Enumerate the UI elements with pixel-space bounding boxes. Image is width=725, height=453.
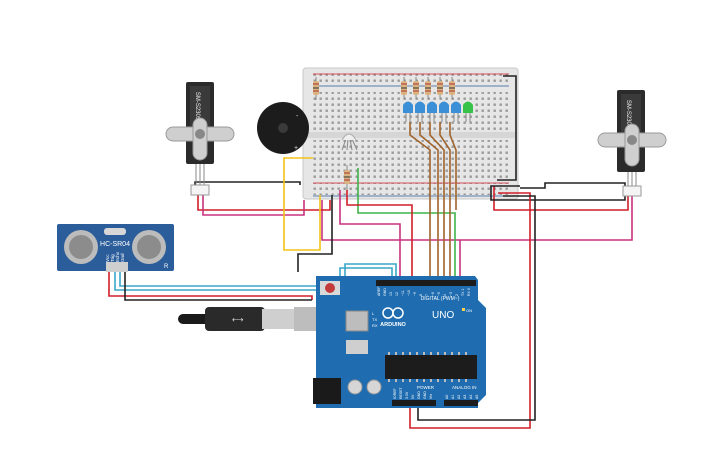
header-top-pin-label: 8 [419,294,423,296]
header-top-pin-label: 12 [395,292,399,296]
arduino-model: UNO [432,310,454,321]
header-power-pin-label: Vin [429,394,433,399]
header-analog-pin-label: A0 [445,395,449,399]
header-analog-pin-label: A1 [451,395,455,399]
servo-right[interactable]: SM-S2309S [597,90,667,197]
sensor-pin-trig: Trig [110,254,115,262]
power-label: POWER [417,385,435,390]
header-power-pin-label: 5V [411,394,415,399]
led-row [403,101,473,123]
digital-header-label: DIGITAL (PWM~) [421,296,460,302]
sensor-pin-echo: Echo [115,251,120,262]
buzzer-minus-label: - [296,113,299,120]
breadboard [302,67,519,200]
header-analog-pin-label: A5 [475,395,479,399]
rx-label: RX [372,323,378,328]
header-analog-pin-label: A3 [463,395,467,399]
header-top-pin-label: AREF [377,287,381,296]
tx-label: TX [372,317,377,322]
resistor-lower[interactable] [344,165,350,190]
led-5[interactable] [451,101,461,123]
arduino-brand: ARDUINO [380,322,406,328]
sensor-pin-gnd: Gnd [120,253,125,262]
usb-cable: ⟷ [178,307,332,331]
ultrasonic-sensor[interactable]: HC-SR04 R Vcc Trig Echo Gnd [57,224,174,272]
sensor-pin-vcc: Vcc [105,254,110,262]
header-top-pin-label: ~9 [413,292,417,296]
usb-icon: ⟷ [232,315,244,324]
led-2[interactable] [415,101,425,123]
header-power-pin-label: IOREF [393,388,397,399]
header-top-pin-label: ~10 [407,290,411,296]
header-top-pin-label: 7 [425,294,429,296]
header-top-pin-label: GND [383,288,387,296]
header-top-pin-label: 4 [443,294,447,296]
on-label: ON [466,308,472,313]
led-4[interactable] [439,101,449,123]
header-top-pin-label: 2 [455,294,459,296]
servo-left-label: SM-S2309S [194,92,200,124]
header-power-pin-label: RESET [399,386,403,399]
header-top-pin-label: 13 [389,292,393,296]
header-analog-pin-label: A2 [457,395,461,399]
servo-left[interactable]: SM-S2309S [165,82,235,196]
led-l-label: L [372,311,375,316]
led-6[interactable] [463,101,473,123]
wires [108,75,633,429]
header-top-pin-label: ~3 [449,292,453,296]
header-analog-pin-label: A4 [469,395,473,399]
rgb-led[interactable] [341,133,358,151]
header-top-pin-label: ~11 [401,290,405,296]
header-top-pin-label: ~5 [437,292,441,296]
buzzer-plus-label: + [294,145,298,152]
analog-label: ANALOG IN [452,385,477,390]
arduino-logo-icon [382,307,404,319]
servo-right-label: SM-S2309S [625,100,631,132]
led-3[interactable] [427,101,437,123]
sensor-model-label: HC-SR04 [100,241,130,248]
resistor-bank[interactable] [401,77,455,99]
header-power-pin-label: GND [423,391,427,399]
header-power-pin-label: 3.3V [405,391,409,399]
header-top-pin-label: TX 1 [461,289,465,296]
arduino-uno[interactable]: DIGITAL (PWM~) ARDUINO UNO TX RX L ON PO… [313,276,486,408]
header-top-pin-label: RX 0 [467,288,471,296]
header-top-pin-label: ~6 [431,292,435,296]
header-power-pin-label: GND [417,391,421,399]
led-1[interactable] [403,101,413,123]
buzzer[interactable]: - + [257,102,309,154]
sensor-corner-mark: R [164,264,169,270]
resistor-top-left[interactable] [313,77,319,100]
